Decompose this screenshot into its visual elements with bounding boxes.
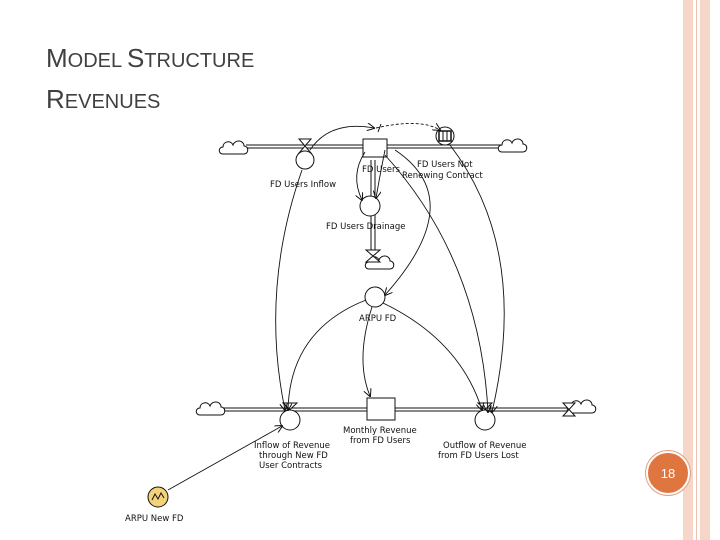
title-line-1: MODEL STRUCTURE bbox=[46, 43, 255, 73]
rate-inflow-revenue bbox=[279, 409, 301, 431]
label-outflow-revenue-1: Outflow of Revenue bbox=[443, 441, 527, 451]
bottom-flow-pipe bbox=[222, 407, 570, 412]
label-inflow-revenue-1: Inflow of Revenue bbox=[254, 441, 330, 451]
sink-cloud-top-right bbox=[497, 138, 528, 153]
rate-outflow-revenue bbox=[474, 409, 496, 431]
graph-icon bbox=[151, 491, 165, 501]
label-monthly-revenue-1: Monthly Revenue bbox=[343, 426, 417, 436]
label-arpu-fd: ARPU FD bbox=[359, 314, 397, 324]
causal-links bbox=[167, 123, 505, 491]
label-monthly-revenue-2: from FD Users bbox=[350, 436, 411, 446]
source-cloud-bottom-left bbox=[195, 401, 226, 416]
aux-fd-users-drainage bbox=[359, 195, 381, 217]
rate-fd-users-inflow bbox=[295, 150, 315, 170]
label-fd-users-drainage: FD Users Drainage bbox=[326, 222, 405, 232]
label-fd-users-not-renewing-1: FD Users Not bbox=[417, 160, 473, 170]
label-fd-users-not-renewing-2: Renewing Contract bbox=[402, 171, 483, 181]
label-fd-users-inflow: FD Users Inflow bbox=[270, 180, 336, 190]
source-cloud-top-left bbox=[218, 140, 249, 155]
label-inflow-revenue-2: through New FD bbox=[259, 451, 328, 461]
page-number-badge: 18 bbox=[646, 451, 690, 495]
label-inflow-revenue-3: User Contracts bbox=[259, 461, 323, 471]
title-line-2: REVENUES bbox=[46, 84, 161, 114]
stock-fd-users bbox=[362, 138, 388, 158]
label-arpu-new-fd: ARPU New FD bbox=[125, 514, 184, 524]
decorative-rail-left bbox=[683, 0, 693, 540]
label-outflow-revenue-2: from FD Users Lost bbox=[438, 451, 519, 461]
aux-arpu-new-fd bbox=[147, 486, 169, 508]
decorative-rail-line bbox=[696, 0, 697, 540]
decorative-rail-right bbox=[700, 0, 710, 540]
valve-drainage bbox=[364, 249, 382, 263]
stock-monthly-revenue bbox=[366, 397, 396, 421]
slide-title: MODEL STRUCTURE REVENUES bbox=[46, 40, 254, 122]
aux-arpu-fd bbox=[364, 286, 386, 308]
label-fd-users: FD Users bbox=[362, 165, 401, 175]
table-icon bbox=[438, 130, 452, 142]
valve-outflow-sink bbox=[561, 402, 577, 417]
